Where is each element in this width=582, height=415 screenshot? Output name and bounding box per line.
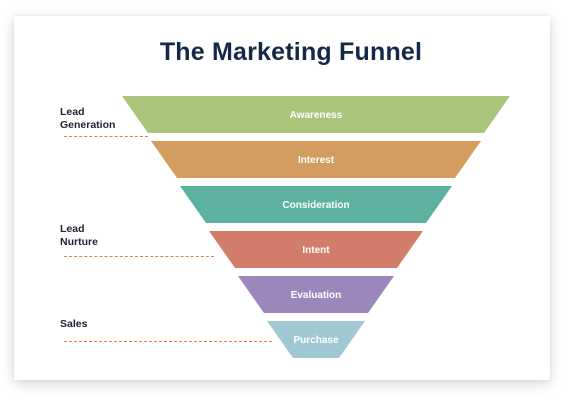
stage-shape-intent: [209, 231, 423, 268]
side-label-line: Sales: [60, 318, 88, 330]
divider-dash-lead-generation: [64, 136, 148, 137]
stage-label-interest: Interest: [298, 155, 335, 166]
stage-label-intent: Intent: [302, 245, 330, 256]
stage-shape-awareness: [122, 96, 510, 133]
stage-shape-consideration: [180, 186, 452, 223]
stage-shape-interest: [151, 141, 481, 178]
funnel-stage-awareness: Awareness: [122, 96, 510, 133]
stage-shape-purchase: [267, 321, 365, 358]
stage-label-evaluation: Evaluation: [291, 290, 342, 301]
side-label-sales: Sales: [60, 318, 87, 331]
stage-label-consideration: Consideration: [282, 200, 349, 211]
side-label-line: Lead: [60, 106, 85, 118]
stage-label-awareness: Awareness: [290, 110, 343, 121]
funnel-stage-purchase: Purchase: [267, 321, 365, 358]
side-label-line: Generation: [60, 119, 116, 131]
funnel-stage-intent: Intent: [209, 231, 423, 268]
side-label-lead-nurture: Lead Nurture: [60, 223, 98, 249]
divider-dash-sales: [64, 341, 272, 342]
page-title: The Marketing Funnel: [159, 38, 423, 66]
divider-dash-lead-nurture: [64, 256, 214, 257]
side-label-line: Lead: [60, 223, 85, 235]
funnel-stage-evaluation: Evaluation: [238, 276, 394, 313]
stage-shape-evaluation: [238, 276, 394, 313]
funnel-stage-interest: Interest: [151, 141, 481, 178]
funnel-stage-consideration: Consideration: [180, 186, 452, 223]
side-label-lead-generation: Lead Generation: [60, 106, 115, 132]
stage-label-purchase: Purchase: [293, 335, 338, 346]
side-label-line: Nurture: [60, 236, 98, 248]
